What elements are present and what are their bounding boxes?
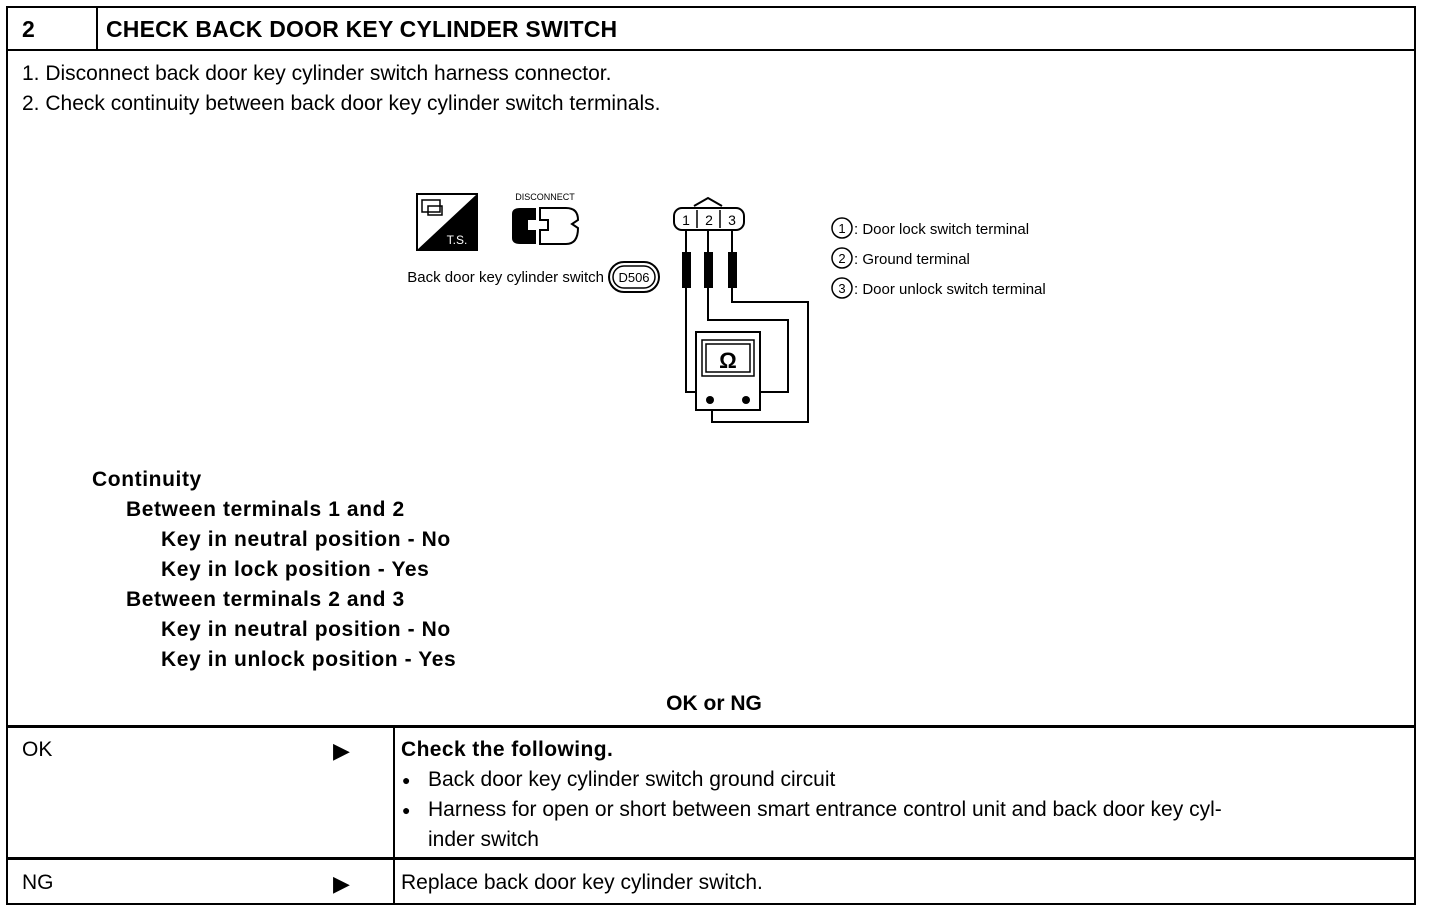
step-title: CHECK BACK DOOR KEY CYLINDER SWITCH xyxy=(106,16,618,42)
ohmmeter: Ω xyxy=(695,331,761,411)
instruction-1: 1. Disconnect back door key cylinder swi… xyxy=(22,62,612,85)
svg-text:Ω: Ω xyxy=(719,348,737,373)
svg-text:2: 2 xyxy=(838,251,845,266)
ok-or-ng-heading: OK or NG xyxy=(666,692,762,715)
ok-ng-divider xyxy=(6,857,1416,860)
svg-text:1: 1 xyxy=(838,221,845,236)
ok-item-1: Back door key cylinder switch ground cir… xyxy=(428,768,836,791)
svg-text:3: 3 xyxy=(728,212,736,228)
results-column-divider xyxy=(393,725,395,905)
continuity-check-diagram: T.S. DISCONNECT Back door key cylinder s… xyxy=(407,192,1046,423)
spec-group-1: Between terminals 1 and 2 xyxy=(126,498,405,521)
connector-id-badge: D506 xyxy=(608,261,660,293)
bullet-icon: ● xyxy=(402,802,411,818)
instruction-2: 2. Check continuity between back door ke… xyxy=(22,92,661,115)
svg-text:2: 2 xyxy=(705,212,713,228)
ok-item-2-cont: inder switch xyxy=(428,828,539,851)
step-number: 2 xyxy=(22,16,35,42)
harness-connector: 1 2 3 xyxy=(673,196,745,231)
disconnect-icon: DISCONNECT xyxy=(512,192,580,245)
ok-heading: Check the following. xyxy=(401,738,614,761)
svg-text:Back door key cylinder switch: Back door key cylinder switch xyxy=(407,269,604,286)
ok-label: OK xyxy=(22,738,53,761)
spec-group-2: Between terminals 2 and 3 xyxy=(126,588,405,611)
svg-text:: Ground terminal: : Ground terminal xyxy=(854,251,970,268)
svg-text:3: 3 xyxy=(838,281,845,296)
ok-arrow-icon: ▶ xyxy=(333,738,350,763)
step-number-cell xyxy=(6,6,98,50)
ng-action: Replace back door key cylinder switch. xyxy=(401,871,763,894)
svg-text:: Door lock switch terminal: : Door lock switch terminal xyxy=(854,221,1029,238)
spec-g2-line-2: Key in unlock position - Yes xyxy=(161,648,457,671)
ok-item-2: Harness for open or short between smart … xyxy=(428,798,1222,821)
spec-g1-line-1: Key in neutral position - No xyxy=(161,528,451,551)
svg-text:1: 1 xyxy=(682,212,690,228)
svg-text:T.S.: T.S. xyxy=(447,233,468,247)
procedure-table xyxy=(6,6,1416,905)
probe-wires xyxy=(685,230,733,252)
bullet-icon: ● xyxy=(402,772,411,788)
spec-g1-line-2: Key in lock position - Yes xyxy=(161,558,430,581)
header-divider xyxy=(6,49,1416,51)
ng-label: NG xyxy=(22,871,54,894)
svg-text:D506: D506 xyxy=(618,270,649,285)
results-divider xyxy=(6,725,1416,728)
svg-text:: Door unlock switch terminal: : Door unlock switch terminal xyxy=(854,281,1046,298)
spec-g2-line-1: Key in neutral position - No xyxy=(161,618,451,641)
terminal-legend: 1 : Door lock switch terminal 2 : Ground… xyxy=(831,217,1046,299)
ts-icon: T.S. xyxy=(416,193,478,251)
spec-heading: Continuity xyxy=(92,468,202,491)
svg-text:DISCONNECT: DISCONNECT xyxy=(515,192,575,202)
ng-arrow-icon: ▶ xyxy=(333,871,350,896)
